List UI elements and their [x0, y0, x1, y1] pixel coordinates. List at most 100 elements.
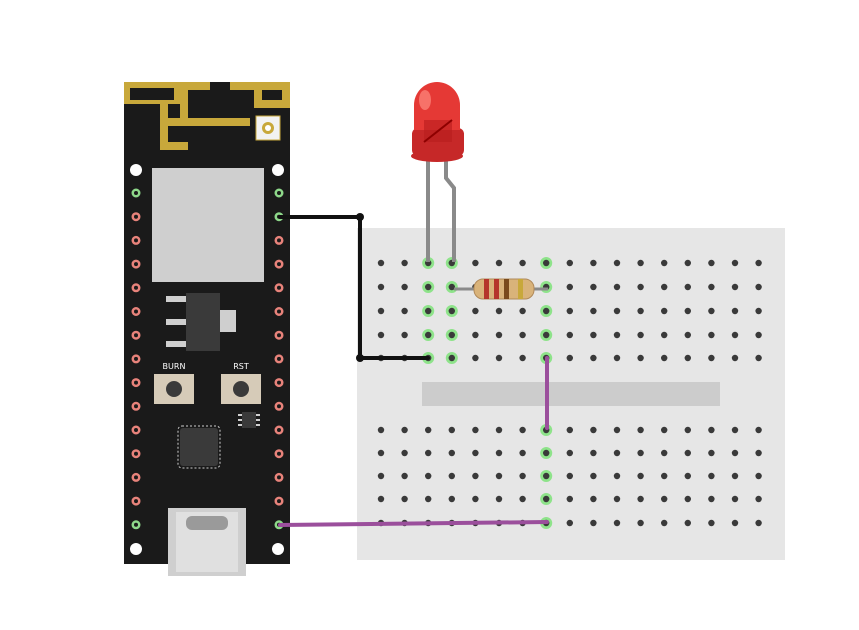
breadboard-hole — [566, 259, 573, 267]
breadboard-hole — [590, 519, 597, 527]
breadboard-hole — [472, 426, 479, 434]
breadboard-hole — [543, 449, 550, 457]
breadboard-hole — [755, 331, 762, 339]
breadboard-hole — [401, 331, 408, 339]
header-pin-hole — [277, 404, 281, 409]
antenna-connector-icon — [255, 115, 281, 141]
burn-button — [154, 374, 194, 404]
breadboard-hole — [566, 472, 573, 480]
breadboard-hole — [613, 354, 621, 362]
header-pin-hole — [277, 309, 281, 314]
breadboard-hole — [519, 259, 526, 267]
header-pin-hole — [277, 451, 281, 456]
wire-black — [278, 215, 430, 360]
breadboard-hole — [637, 519, 644, 527]
header-pin-hole — [134, 380, 138, 385]
header-pin-hole — [277, 238, 281, 243]
breadboard-hole — [377, 449, 385, 457]
breadboard-hole — [708, 331, 715, 339]
breadboard-center-channel — [422, 382, 720, 406]
breadboard-hole — [684, 449, 691, 457]
header-pin-hole — [277, 333, 281, 338]
breadboard-hole — [519, 495, 526, 503]
header-pin-hole — [277, 475, 281, 480]
breadboard-hole — [731, 426, 739, 434]
header-pin-hole — [134, 451, 138, 456]
rf-module-shield — [152, 168, 264, 282]
breadboard-hole — [519, 354, 526, 362]
wire-purple — [278, 520, 549, 527]
breadboard-hole — [543, 259, 550, 267]
header-pin-hole — [134, 499, 138, 504]
breadboard-hole — [661, 331, 668, 339]
breadboard-hole — [661, 354, 668, 362]
header-pin-hole — [277, 380, 281, 385]
breadboard-hole — [448, 283, 455, 291]
breadboard-hole — [377, 472, 385, 480]
breadboard-hole — [566, 283, 573, 291]
breadboard-hole — [590, 472, 597, 480]
rst-button-label: RST — [233, 362, 249, 371]
header-pins — [130, 187, 285, 531]
wires — [278, 213, 549, 527]
mounting-hole — [130, 164, 142, 176]
header-pin-hole — [277, 428, 281, 432]
burn-button-label: BURN — [163, 362, 186, 371]
breadboard-hole — [731, 472, 739, 480]
breadboard-hole — [519, 331, 526, 339]
breadboard-hole — [495, 331, 503, 339]
breadboard-hole — [590, 307, 597, 315]
breadboard-hole — [543, 307, 550, 315]
breadboard-hole — [377, 331, 385, 339]
header-pin-hole — [134, 191, 138, 195]
breadboard-hole — [495, 259, 503, 267]
breadboard-hole — [448, 331, 455, 339]
breadboard-hole — [755, 283, 762, 291]
breadboard-hole — [543, 472, 550, 480]
breadboard-hole — [637, 331, 644, 339]
breadboard-hole — [566, 307, 573, 315]
breadboard-hole — [708, 426, 715, 434]
breadboard-hole — [637, 307, 644, 315]
breadboard — [357, 228, 785, 560]
breadboard-hole — [613, 283, 621, 291]
breadboard-hole — [401, 449, 408, 457]
breadboard-hole — [472, 472, 479, 480]
header-pin-hole — [134, 238, 138, 243]
resistor-icon — [454, 278, 548, 300]
breadboard-hole — [425, 426, 432, 434]
breadboard-hole — [637, 283, 644, 291]
breadboard-hole — [684, 307, 691, 315]
header-pin-hole — [134, 285, 138, 290]
breadboard-hole — [684, 283, 691, 291]
breadboard-hole — [661, 519, 668, 527]
breadboard-hole — [755, 519, 762, 527]
breadboard-hole — [755, 259, 762, 267]
breadboard-hole — [731, 354, 739, 362]
header-pin-hole — [134, 214, 138, 219]
breadboard-hole — [472, 495, 479, 503]
breadboard-hole — [755, 307, 762, 315]
breadboard-hole — [731, 307, 739, 315]
breadboard-hole — [495, 354, 503, 362]
breadboard-hole — [661, 426, 668, 434]
breadboard-hole — [613, 519, 621, 527]
breadboard-hole — [519, 307, 526, 315]
breadboard-hole — [590, 354, 597, 362]
breadboard-hole — [590, 495, 597, 503]
breadboard-hole — [377, 495, 385, 503]
header-pin-hole — [277, 191, 281, 195]
breadboard-hole — [543, 331, 550, 339]
breadboard-hole — [377, 307, 385, 315]
breadboard-hole — [731, 495, 739, 503]
led-icon — [411, 82, 464, 262]
breadboard-hole — [613, 331, 621, 339]
breadboard-hole — [661, 283, 668, 291]
breadboard-hole — [755, 354, 762, 362]
breadboard-hole — [495, 472, 503, 480]
header-pin-hole — [134, 404, 138, 409]
breadboard-hole — [708, 259, 715, 267]
breadboard-hole — [661, 495, 668, 503]
breadboard-hole — [708, 472, 715, 480]
